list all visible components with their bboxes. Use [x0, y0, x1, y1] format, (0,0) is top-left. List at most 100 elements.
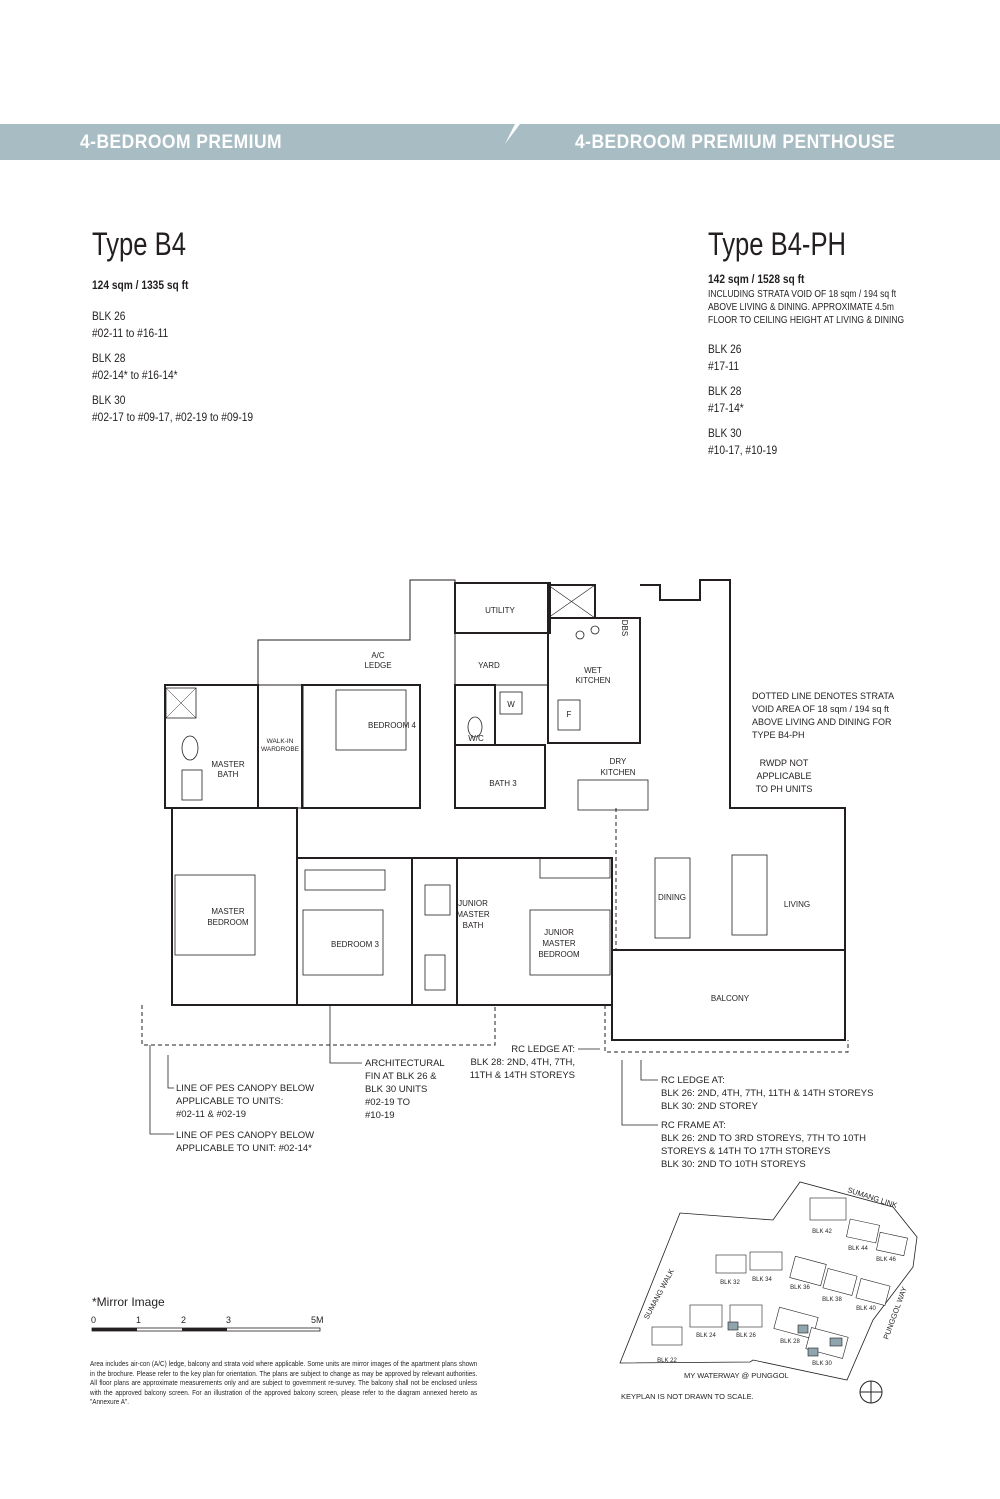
jmb-bath-walls [411, 857, 458, 1006]
keyplan: BLK 22 BLK 24 BLK 26 BLK 28 BLK 30 BLK 3… [619, 1181, 918, 1404]
note-rc-frame-2: BLK 26: 2ND TO 3RD STOREYS, 7TH TO 10TH [661, 1133, 866, 1144]
label-master-bath-2: BATH [218, 770, 239, 779]
header-right-title: 4-BEDROOM PREMIUM PENTHOUSE [575, 132, 896, 153]
blk38-label: BLK 38 [822, 1297, 842, 1303]
block-footprints [651, 1197, 908, 1359]
note-fin-3: BLK 30 UNITS [365, 1084, 427, 1095]
yard-walls [454, 632, 549, 686]
blk44-shape [846, 1218, 880, 1244]
label-ac-ledge-2: LEDGE [364, 661, 391, 670]
unit-range: #17-11 [708, 359, 740, 373]
type-b4-area: 124 sqm / 1335 sq ft [92, 278, 189, 292]
note-rc28-1: RC LEDGE AT: [511, 1044, 575, 1055]
note-fin-5: #10-19 [365, 1110, 395, 1121]
label-dbs: DBS [620, 620, 629, 636]
type-b4-info: 124 sqm / 1335 sq ft BLK 26#02-11 to #16… [92, 277, 253, 426]
label-bedroom4: BEDROOM 4 [368, 721, 417, 730]
header-bar-left [0, 124, 515, 160]
road-my-waterway: MY WATERWAY @ PUNGGOL [684, 1371, 789, 1380]
blk32-shape [715, 1254, 747, 1274]
hob-icon [575, 630, 585, 640]
leader-lines [149, 1005, 658, 1135]
blk-label: BLK 30 [92, 393, 126, 407]
bedroom3-walls [296, 857, 413, 1006]
master-bath-walls [164, 684, 259, 809]
note-dotted-3: ABOVE LIVING AND DINING FOR [752, 717, 892, 727]
dining-table-icon [654, 857, 691, 939]
blk36-shape [789, 1255, 827, 1287]
label-dining: DINING [658, 893, 686, 902]
blk22-label: BLK 22 [657, 1358, 677, 1364]
note-pes1-2: APPLICABLE TO UNITS: [176, 1096, 283, 1107]
label-living: LIVING [784, 900, 810, 909]
leader-rc-ledge [640, 1060, 658, 1081]
scale-label-0: 0 [91, 1315, 97, 1325]
note-rc28-3: 11TH & 14TH STOREYS [470, 1070, 575, 1081]
shower-cross [165, 687, 197, 719]
note-pes1-1: LINE OF PES CANOPY BELOW [176, 1083, 314, 1094]
outer-walls [171, 579, 846, 1041]
label-ac-ledge-1: A/C [371, 651, 385, 660]
mirror-image-note: *Mirror Image [92, 1295, 165, 1309]
label-wet-kitchen-1: WET [584, 666, 602, 675]
note-rwdp-3: TO PH UNITS [756, 784, 813, 794]
dotted-lines [141, 808, 849, 1053]
label-jmb-3: BEDROOM [538, 950, 580, 959]
label-jmb-bath-2: MASTER [456, 910, 490, 919]
pes-canopy-line [141, 1005, 496, 1046]
leader-pes1 [167, 1055, 174, 1089]
label-yard: YARD [478, 661, 500, 670]
blk40-label: BLK 40 [856, 1306, 876, 1312]
unit-range: #17-14* [708, 401, 744, 415]
label-master-bedroom-1: MASTER [211, 907, 245, 916]
ph-blk-28: BLK 28#17-14* [708, 383, 904, 417]
label-washer: W [507, 700, 515, 709]
label-bath3: BATH 3 [489, 779, 517, 788]
label-dry-kitchen-1: DRY [610, 757, 627, 766]
area-note-3: FLOOR TO CEILING HEIGHT AT LIVING & DINI… [708, 315, 905, 326]
note-fin-2: FIN AT BLK 26 & [365, 1071, 437, 1082]
blk34-label: BLK 34 [752, 1277, 772, 1283]
label-wet-kitchen-2: KITCHEN [575, 676, 610, 685]
hob-icon [590, 625, 600, 635]
toilet-icon [181, 735, 199, 761]
leader-rc-frame [621, 1060, 658, 1126]
label-fridge: F [567, 710, 572, 719]
scale-label-2: 2 [181, 1315, 187, 1325]
note-rc-ledge-2: BLK 26: 2ND, 4TH, 7TH, 11TH & 14TH STORE… [661, 1088, 873, 1099]
note-dotted-4: TYPE B4-PH [752, 730, 805, 740]
scale-label-5m: 5M [311, 1315, 324, 1325]
blk36-label: BLK 36 [790, 1285, 810, 1291]
site-boundary [619, 1181, 918, 1381]
label-wc: W/C [468, 734, 484, 743]
type-b4ph-info: 142 sqm / 1528 sq ft INCLUDING STRATA VO… [708, 271, 904, 459]
blk40-shape [855, 1278, 891, 1306]
unit-range: #02-14* to #16-14* [92, 368, 178, 382]
note-rwdp-2: APPLICABLE [756, 771, 811, 781]
jmb-desk-icon [539, 857, 611, 879]
scale-label-3: 3 [226, 1315, 232, 1325]
note-pes1-3: #02-11 & #02-19 [176, 1109, 246, 1120]
store-walls [547, 584, 596, 619]
note-dotted-2: VOID AREA OF 18 sqm / 194 sq ft [752, 704, 890, 714]
type-b4ph-title: Type B4-PH [708, 226, 847, 262]
blk42-shape [809, 1197, 847, 1221]
label-bedroom3: BEDROOM 3 [331, 940, 380, 949]
unit-range: #02-11 to #16-11 [92, 326, 169, 340]
blk24-shape [689, 1304, 723, 1328]
wc-toilet-icon [467, 716, 483, 738]
walls [164, 579, 846, 1041]
note-fin-1: ARCHITECTURAL [365, 1058, 445, 1069]
blk30-unit-highlight-2 [829, 1337, 843, 1347]
type-b4-title: Type B4 [92, 226, 186, 262]
shower-icon [165, 687, 197, 719]
b4-blk-26: BLK 26#02-11 to #16-11 [92, 308, 253, 342]
area-note-1: INCLUDING STRATA VOID OF 18 sqm / 194 sq… [708, 289, 897, 300]
label-jmb-bath-1: JUNIOR [458, 899, 488, 908]
blk-label: BLK 26 [708, 342, 742, 356]
note-fin-4: #02-19 TO [365, 1097, 410, 1108]
label-utility: UTILITY [485, 606, 515, 615]
jmb-bed-icon [529, 909, 611, 976]
scale-bar [91, 1327, 321, 1332]
